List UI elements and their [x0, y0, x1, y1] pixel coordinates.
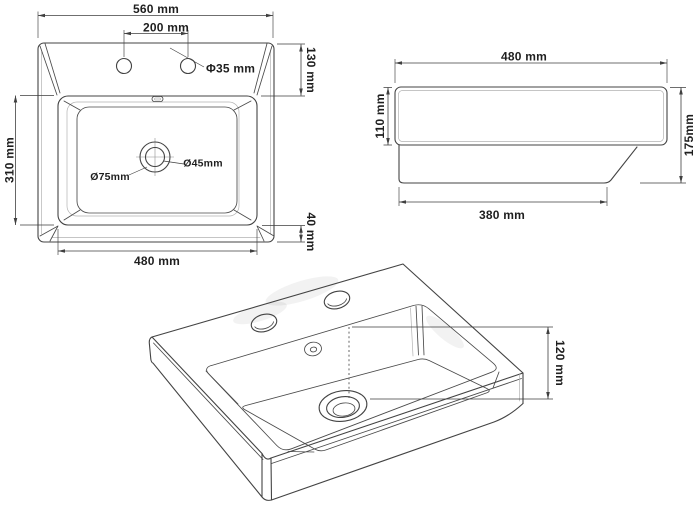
dim-40-label: 40 mm	[304, 212, 318, 251]
dim-480-top-label: 480 mm	[134, 254, 180, 268]
side-view: 480 mm 110 mm 175mm 380 mm	[373, 50, 696, 223]
ext-130	[261, 43, 305, 97]
dim-130-label: 130 mm	[304, 47, 318, 93]
dim-faucet-hole-label: Φ35 mm	[206, 62, 255, 76]
faucet-hole-right	[179, 57, 197, 75]
dim-drain-inner-label: Ø45mm	[183, 158, 223, 170]
persp-backwall-line-2	[410, 307, 414, 357]
persp-backwall-line	[415, 305, 419, 356]
ext-310	[20, 95, 54, 226]
topview-corner-folds	[39, 43, 275, 242]
persp-rim-band	[153, 342, 522, 464]
persp-corner-post	[261, 452, 273, 501]
ext-380	[398, 187, 608, 206]
topview-outer-rim	[37, 42, 275, 243]
persp-faucet-hole-right-depth	[327, 298, 347, 307]
persp-overflow-outer	[304, 341, 322, 357]
persp-basin-corner-lines	[205, 305, 500, 453]
dim-380-label: 380 mm	[479, 208, 525, 222]
dim-310-label: 310 mm	[3, 137, 17, 183]
drain-inner	[144, 146, 166, 168]
persp-basin-bottom	[242, 358, 490, 452]
persp-drain-outer	[318, 390, 368, 422]
dim-drain-outer-label: Ø75mm	[90, 171, 130, 183]
persp-basin-opening	[206, 304, 497, 451]
drain-outer	[139, 141, 171, 173]
shading-deck-left	[233, 301, 287, 325]
persp-faucet-hole-left	[250, 313, 278, 333]
faucet-hole-left	[115, 57, 133, 75]
sideview-rim	[394, 86, 668, 146]
persp-left-face	[148, 336, 263, 498]
perspective-view: 120 mm	[148, 263, 567, 501]
topview-rim-inner-edges	[41, 51, 271, 238]
persp-faucet-hole-right	[323, 290, 351, 310]
dim-560-label: 560 mm	[133, 2, 179, 16]
dim-200-label: 200 mm	[143, 21, 189, 35]
topview-basin-bottom	[76, 106, 238, 214]
overflow-slot-inner	[154, 97, 161, 101]
dim-110-label: 110 mm	[373, 93, 387, 138]
shading-wall	[426, 315, 464, 349]
overflow-slot	[151, 96, 164, 102]
persp-drain-mid	[326, 395, 360, 419]
persp-drain-cup	[332, 402, 356, 417]
dim-480-side-label: 480 mm	[501, 50, 547, 64]
top-view: 560 mm 200 mm Φ35 mm 130 mm 310 mm Ø75mm…	[3, 2, 319, 268]
persp-overflow-inner	[309, 346, 318, 353]
ext-40	[262, 225, 305, 243]
leader-drain-inner	[163, 160, 185, 165]
drain-crosshair	[136, 138, 174, 176]
sideview-rim-inner	[398, 90, 664, 142]
leader-drain-outer	[128, 166, 148, 176]
sideview-skirt	[398, 144, 638, 184]
topview-basin-corner-lines	[63, 100, 252, 221]
topview-basin-rim	[57, 95, 258, 226]
dim-120-label: 120 mm	[553, 340, 567, 386]
ext-175	[640, 87, 686, 184]
leader-faucet-diameter	[169, 47, 205, 68]
persp-faucet-hole-left-depth	[254, 321, 274, 330]
persp-front-bottom	[270, 402, 524, 501]
dim-175-label: 175mm	[682, 114, 696, 156]
topview-basin-slope	[66, 101, 240, 217]
ext-120	[352, 326, 553, 400]
